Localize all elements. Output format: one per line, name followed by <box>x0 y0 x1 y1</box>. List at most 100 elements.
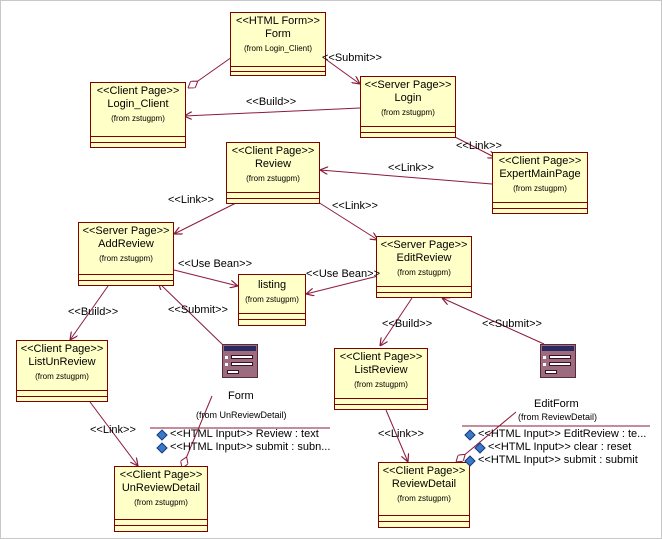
node-from: (from zstugpm) <box>99 254 153 263</box>
node-separator <box>231 71 325 72</box>
list-review-node[interactable]: <<Client Page>> ListReview (from zstugpm… <box>334 348 428 410</box>
node-from: (from Login_Client) <box>243 44 313 53</box>
edit-form-name: EditForm <box>534 398 579 410</box>
node-separator <box>79 274 173 275</box>
label-build-top: <<Build>> <box>246 96 297 108</box>
login-node[interactable]: <<Server Page>> Login (from zstugpm) <box>360 76 456 138</box>
node-from: (from zstugpm) <box>245 295 299 304</box>
node-name: Login <box>394 92 422 104</box>
node-name: UnReviewDetail <box>121 482 201 494</box>
unreview-detail-node[interactable]: <<Client Page>> UnReviewDetail (from zst… <box>114 466 208 532</box>
node-separator <box>335 404 427 405</box>
listing-node[interactable]: listing (from zstugpm) <box>238 274 306 326</box>
label-use-bean-right: <<Use Bean>> <box>306 268 381 280</box>
list-unreview-node[interactable]: <<Client Page>> ListUnReview (from zstug… <box>16 340 108 402</box>
form-icon-titlebar <box>224 346 256 351</box>
node-separator <box>115 519 207 520</box>
usebean-edit-to-listing <box>306 275 379 294</box>
attribute-text: <<HTML Input>> clear : reset <box>488 441 632 453</box>
node-from: (from zstugpm) <box>246 174 300 183</box>
attribute-text: <<HTML Input>> Review : text <box>170 428 319 440</box>
edit-form-attributes: <<HTML Input>> EditReview : te... <<HTML… <box>464 428 646 467</box>
node-name: listing <box>257 279 287 291</box>
node-from: (from zstugpm) <box>354 380 408 389</box>
html-form-icon[interactable] <box>540 344 576 378</box>
node-separator <box>91 136 185 137</box>
label-link-add: <<Link>> <box>168 194 214 206</box>
form-icon-dot <box>225 356 228 359</box>
node-separator <box>361 126 455 127</box>
node-separator <box>377 292 471 293</box>
node-from: (from zstugpm) <box>381 108 435 117</box>
form-attribute-row: <<HTML Input>> submit : subn... <box>156 441 330 454</box>
node-stereotype: <<HTML Form>> <box>236 15 320 27</box>
form-attribute-row: <<HTML Input>> submit : submit <box>464 454 646 467</box>
node-name: ListReview <box>354 364 408 376</box>
add-review-node[interactable]: <<Server Page>> AddReview (from zstugpm) <box>78 222 174 286</box>
aggregation-form-login-client <box>188 56 233 88</box>
node-separator <box>91 142 185 143</box>
label-link-expert: <<Link>> <box>388 162 434 174</box>
login-client-node[interactable]: <<Client Page>> Login_Client (from zstug… <box>90 82 186 148</box>
node-name: AddReview <box>98 238 154 250</box>
review-detail-node[interactable]: <<Client Page>> ReviewDetail (from zstug… <box>378 462 470 528</box>
link-review-to-editreview <box>317 201 378 240</box>
node-stereotype: <<Client Page>> <box>382 465 466 477</box>
build-login-to-client <box>184 107 361 116</box>
form-attribute-row: <<HTML Input>> clear : reset <box>474 441 646 454</box>
submit-form-to-addreview <box>158 282 225 347</box>
label-build-left: <<Build>> <box>68 306 119 318</box>
node-name: EditReview <box>396 252 452 264</box>
form-icon-dot <box>543 363 546 366</box>
node-separator <box>361 132 455 133</box>
aggregation-editform-reviewdetail <box>456 411 517 462</box>
node-separator <box>17 390 107 391</box>
attribute-diamond-icon <box>156 441 168 454</box>
node-separator <box>239 313 305 314</box>
edit-review-node[interactable]: <<Server Page>> EditReview (from zstugpm… <box>376 236 472 298</box>
link-listreview-to-detail <box>385 409 408 462</box>
node-name: ListUnReview <box>28 356 96 368</box>
node-stereotype: <<Server Page>> <box>82 225 170 237</box>
attribute-text: <<HTML Input>> EditReview : te... <box>478 428 647 440</box>
node-separator <box>377 286 471 287</box>
form-top-node[interactable]: <<HTML Form>> Form (from Login_Client) <box>230 12 326 76</box>
form-left-from: (from UnReviewDetail) <box>196 410 287 420</box>
node-stereotype: <<Client Page>> <box>20 343 104 355</box>
form-icon-button <box>545 370 557 374</box>
form-icon-field <box>231 355 253 359</box>
label-submit-left: <<Submit>> <box>168 304 228 316</box>
node-separator <box>493 208 587 209</box>
label-submit-top: <<Submit>> <box>322 52 382 64</box>
link-listunreview-to-detail <box>89 401 138 466</box>
build-edit-to-listreview <box>380 297 413 346</box>
node-separator <box>379 515 469 516</box>
node-separator <box>379 521 469 522</box>
form-icon-field <box>549 362 571 366</box>
label-use-bean-left: <<Use Bean>> <box>178 258 253 270</box>
node-from: (from zstugpm) <box>111 114 165 123</box>
form-icon-dot <box>543 356 546 359</box>
review-node[interactable]: <<Client Page>> Review (from zstugpm) <box>226 142 320 204</box>
html-form-icon[interactable] <box>222 344 258 378</box>
label-link-login: <<Link>> <box>456 140 502 152</box>
node-name: Form <box>265 28 291 40</box>
form-icon-titlebar <box>542 346 574 351</box>
node-separator <box>227 192 319 193</box>
node-separator <box>79 280 173 281</box>
expert-main-page-node[interactable]: <<Client Page>> ExpertMainPage (from zst… <box>492 152 588 214</box>
form-icon-field <box>231 362 253 366</box>
attribute-diamond-icon <box>474 441 486 454</box>
link-expert-to-review <box>320 170 493 185</box>
attribute-text: <<HTML Input>> submit : submit <box>478 454 638 466</box>
node-from: (from zstugpm) <box>513 184 567 193</box>
node-from: (from zstugpm) <box>35 372 89 381</box>
node-separator <box>493 202 587 203</box>
node-separator <box>231 66 325 67</box>
node-stereotype: <<Client Page>> <box>339 351 423 363</box>
node-name: Review <box>254 158 292 170</box>
node-stereotype: <<Server Page>> <box>380 239 468 251</box>
label-link-review: <<Link>> <box>378 428 424 440</box>
build-add-to-listunreview <box>70 285 109 340</box>
attribute-diamond-icon <box>464 428 476 441</box>
